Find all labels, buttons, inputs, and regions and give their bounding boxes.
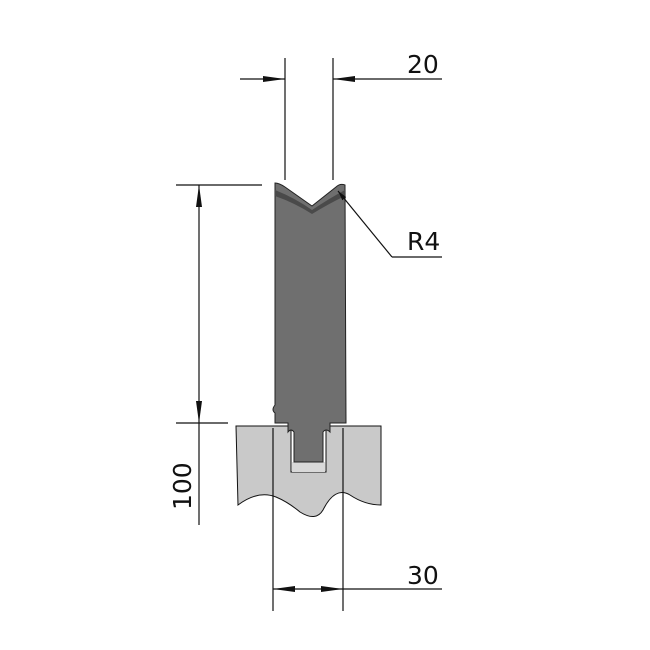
slot-floor: [292, 462, 325, 472]
v-groove: [275, 190, 345, 214]
dim-label-r4: R4: [407, 227, 440, 256]
radius-leader-line: [337, 190, 393, 258]
dim-label-100: 100: [168, 462, 197, 510]
dim-label-20: 20: [407, 50, 439, 79]
dim-label-30: 30: [407, 561, 439, 590]
die-body: [272, 182, 347, 463]
